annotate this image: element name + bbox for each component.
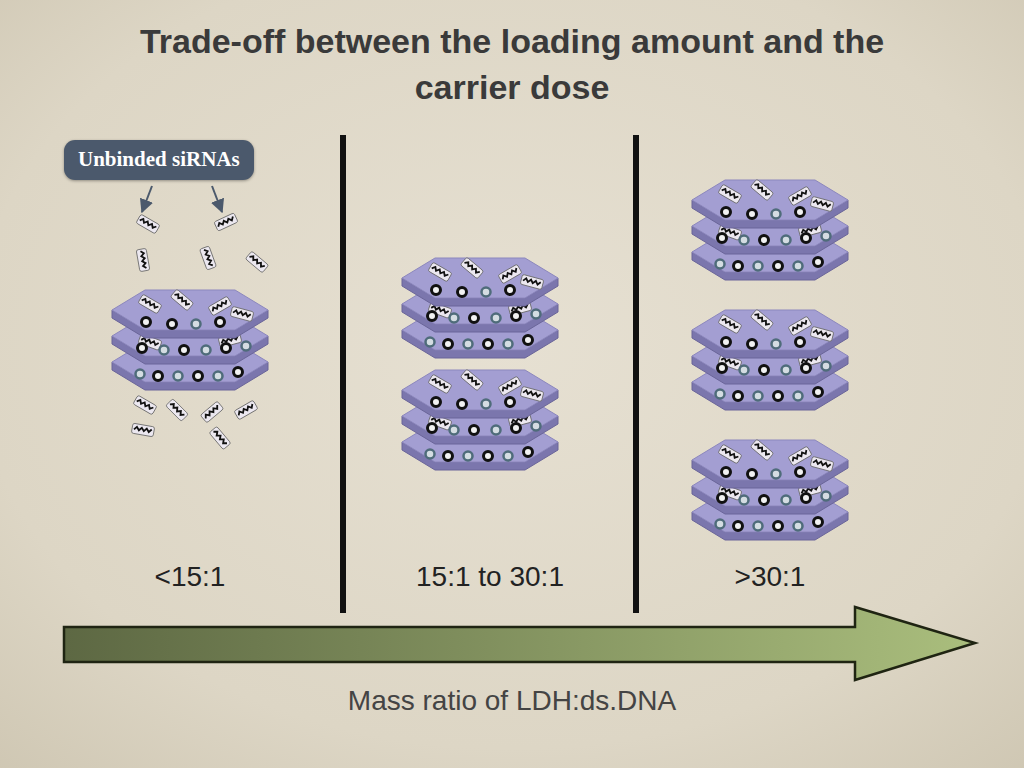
slide-title: Trade-off between the loading amount and… (92, 18, 932, 110)
divider-lines (340, 135, 639, 613)
ratio-range: <15:1 (155, 560, 226, 594)
ratio-arrow (64, 607, 975, 680)
leader-arrows (142, 186, 222, 212)
ratio-range: 15:1 to 30:1 (416, 560, 564, 594)
axis-label: Mass ratio of LDH:ds.DNA (348, 684, 676, 718)
ldh-stacks (112, 179, 848, 540)
callout-text: Unbinded siRNAs (78, 147, 240, 172)
callout-box: Unbinded siRNAs (64, 140, 254, 180)
ratio-range: >30:1 (735, 560, 806, 594)
